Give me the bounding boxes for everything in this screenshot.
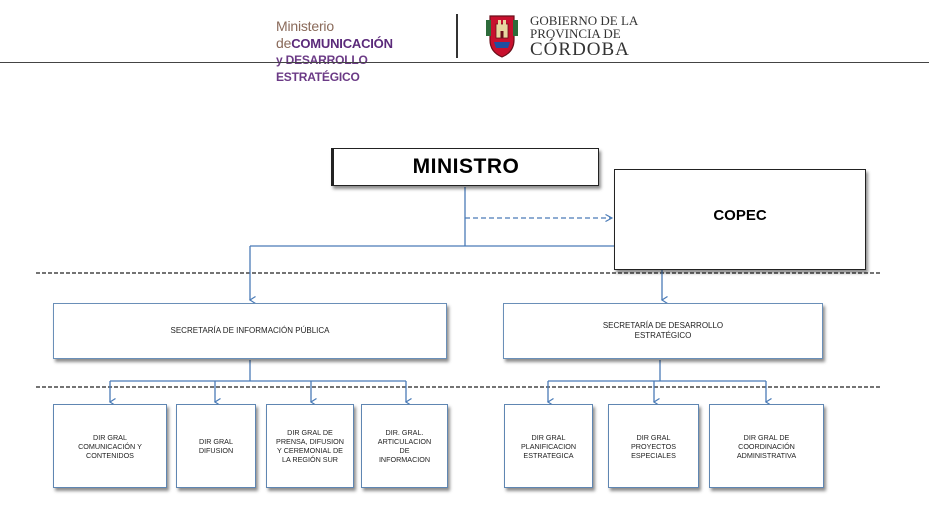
government-line1: GOBIERNO DE LA [530, 13, 639, 28]
node-dir-planificacion-estrategica: DIR GRAL PLANIFICACION ESTRATEGICA [504, 404, 593, 488]
ministry-logo-text: Ministerio deCOMUNICACIÓN y DESARROLLO E… [276, 18, 446, 86]
node-secretaria-desarrollo-estrategico: SECRETARÍA DE DESARROLLO ESTRATÉGICO [503, 303, 823, 359]
node-copec: COPEC [614, 169, 866, 270]
node-direccion-label: DIR GRAL DIFUSION [198, 437, 234, 455]
node-ministro: MINISTRO [331, 148, 599, 186]
node-secretaria-label: SECRETARÍA DE DESARROLLO ESTRATÉGICO [602, 321, 724, 340]
cordoba-coat-of-arms-icon [486, 15, 518, 58]
government-logo-text: GOBIERNO DE LA PROVINCIA DE CÓRDOBA [530, 14, 650, 59]
node-direccion-label: DIR GRAL PLANIFICACION ESTRATEGICA [520, 432, 577, 460]
node-secretaria-informacion-publica: SECRETARÍA DE INFORMACIÓN PÚBLICA [53, 303, 447, 359]
node-dir-prensa-region-sur: DIR GRAL DE PRENSA, DIFUSION Y CEREMONIA… [266, 404, 354, 488]
node-dir-articulacion-informacion: DIR. GRAL. ARTICULACION DE INFORMACION [361, 404, 448, 488]
node-ministro-label: MINISTRO [412, 155, 520, 178]
node-direccion-label: DIR. GRAL. ARTICULACION DE INFORMACION [377, 428, 432, 464]
header-divider [0, 62, 929, 63]
node-direccion-label: DIR GRAL COMUNICACIÓN Y CONTENIDOS [78, 432, 142, 460]
node-dir-coordinacion-administrativa: DIR GRAL DE COORDINACIÓN ADMINISTRATIVA [709, 404, 824, 488]
government-line2: PROVINCIA DE [530, 26, 621, 41]
node-dir-comunicacion-contenidos: DIR GRAL COMUNICACIÓN Y CONTENIDOS [53, 404, 167, 488]
node-direccion-label: DIR GRAL DE PRENSA, DIFUSION Y CEREMONIA… [276, 428, 344, 464]
ministry-name-line2: y DESARROLLO ESTRATÉGICO [276, 53, 368, 84]
node-dir-difusion: DIR GRAL DIFUSION [176, 404, 256, 488]
node-copec-label: COPEC [713, 207, 767, 224]
header-separator [456, 14, 458, 58]
node-dir-proyectos-especiales: DIR GRAL PROYECTOS ESPECIALES [608, 404, 699, 488]
node-direccion-label: DIR GRAL DE COORDINACIÓN ADMINISTRATIVA [736, 432, 797, 460]
ministry-name-part1: Ministerio de [276, 18, 334, 51]
government-line3: CÓRDOBA [530, 39, 630, 60]
node-direccion-label: DIR GRAL PROYECTOS ESPECIALES [631, 432, 676, 460]
node-secretaria-label: SECRETARÍA DE INFORMACIÓN PÚBLICA [170, 326, 330, 335]
ministry-name-part2: COMUNICACIÓN [291, 36, 393, 51]
